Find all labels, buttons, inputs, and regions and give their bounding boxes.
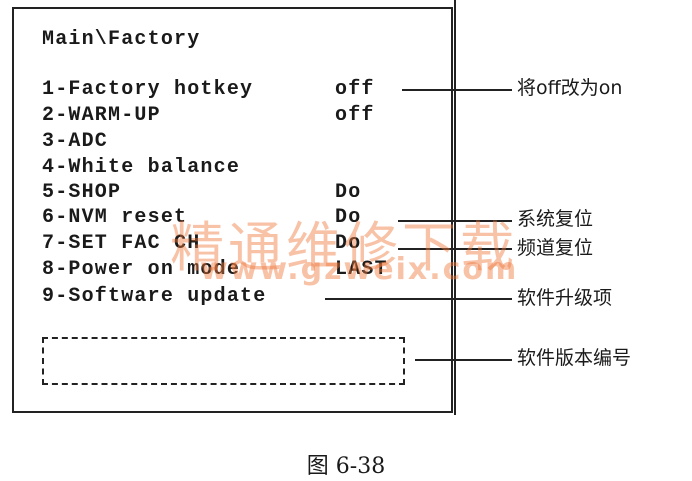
menu-value-shop: Do (335, 181, 362, 204)
menu-item-factory-hotkey: 1-Factory hotkey (42, 78, 254, 101)
menu-item-shop: 5-SHOP (42, 181, 122, 204)
annotation-factory-hotkey: 将off改为on (517, 77, 623, 99)
annotation-software-update: 软件升级项 (517, 287, 613, 309)
menu-value-set-fac-ch: Do (335, 232, 362, 255)
annotation-nvm-reset: 系统复位 (517, 208, 594, 230)
version-number-box (42, 337, 405, 385)
menu-item-power-on-mode: 8-Power on mode (42, 258, 241, 281)
leader-line-version (415, 359, 512, 361)
menu-item-software-update: 9-Software update (42, 285, 267, 308)
annotation-set-fac-ch: 频道复位 (517, 237, 594, 259)
menu-item-nvm-reset: 6-NVM reset (42, 206, 188, 229)
menu-value-nvm-reset: Do (335, 206, 362, 229)
annotation-version: 软件版本编号 (517, 347, 632, 369)
watermark-url: www.gzweix.com (200, 252, 519, 287)
leader-line-nvm-reset (398, 220, 512, 222)
leader-line-set-fac-ch (398, 248, 512, 250)
watermark-text: 精通维修下载 (170, 216, 518, 279)
menu-value-factory-hotkey: off (335, 78, 375, 101)
menu-value-warm-up: off (335, 104, 375, 127)
factory-menu-frame (12, 7, 453, 413)
menu-item-adc: 3-ADC (42, 130, 109, 153)
menu-value-power-on-mode: LAST (335, 258, 388, 281)
menu-item-warm-up: 2-WARM-UP (42, 104, 161, 127)
frame-right-edge (454, 0, 456, 415)
menu-item-white-balance: 4-White balance (42, 156, 241, 179)
menu-item-set-fac-ch: 7-SET FAC CH (42, 232, 201, 255)
figure-caption: 图 6-38 (306, 454, 386, 479)
leader-line-factory-hotkey (402, 89, 512, 91)
leader-line-software-update (325, 298, 512, 300)
menu-title: Main\Factory (42, 28, 201, 51)
